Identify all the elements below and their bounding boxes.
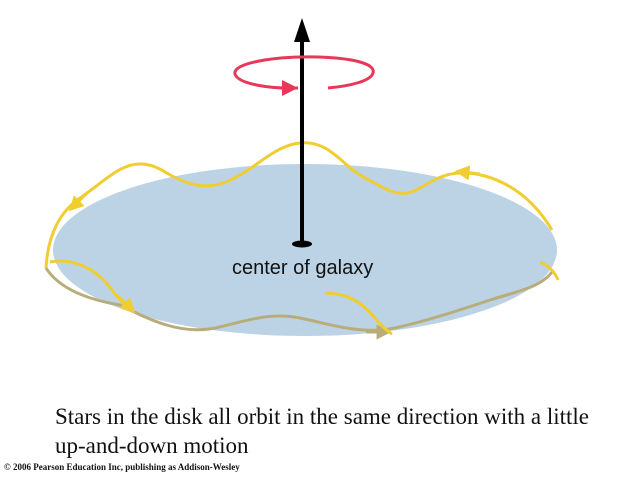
orbit-arrow-front-left [116,294,136,314]
orbit-arrow-back-right [454,165,481,181]
rotation-arrowhead [282,80,298,96]
rotation-arrow-icon [233,55,375,90]
orbit-path-front-right [539,260,560,281]
axis-arrow-icon [294,18,310,42]
galaxy-disk-diagram: center of galaxy [44,18,560,340]
galaxy-center-dot [292,240,312,248]
galaxy-disk [53,164,557,336]
caption: Stars in the disk all orbit in the same … [55,404,590,458]
center-label: center of galaxy [232,257,373,279]
copyright-notice: © 2006 Pearson Education Inc, publishing… [4,462,240,472]
orbit-path-front-middle [324,291,393,336]
orbit-arrow-back-left [68,190,90,212]
